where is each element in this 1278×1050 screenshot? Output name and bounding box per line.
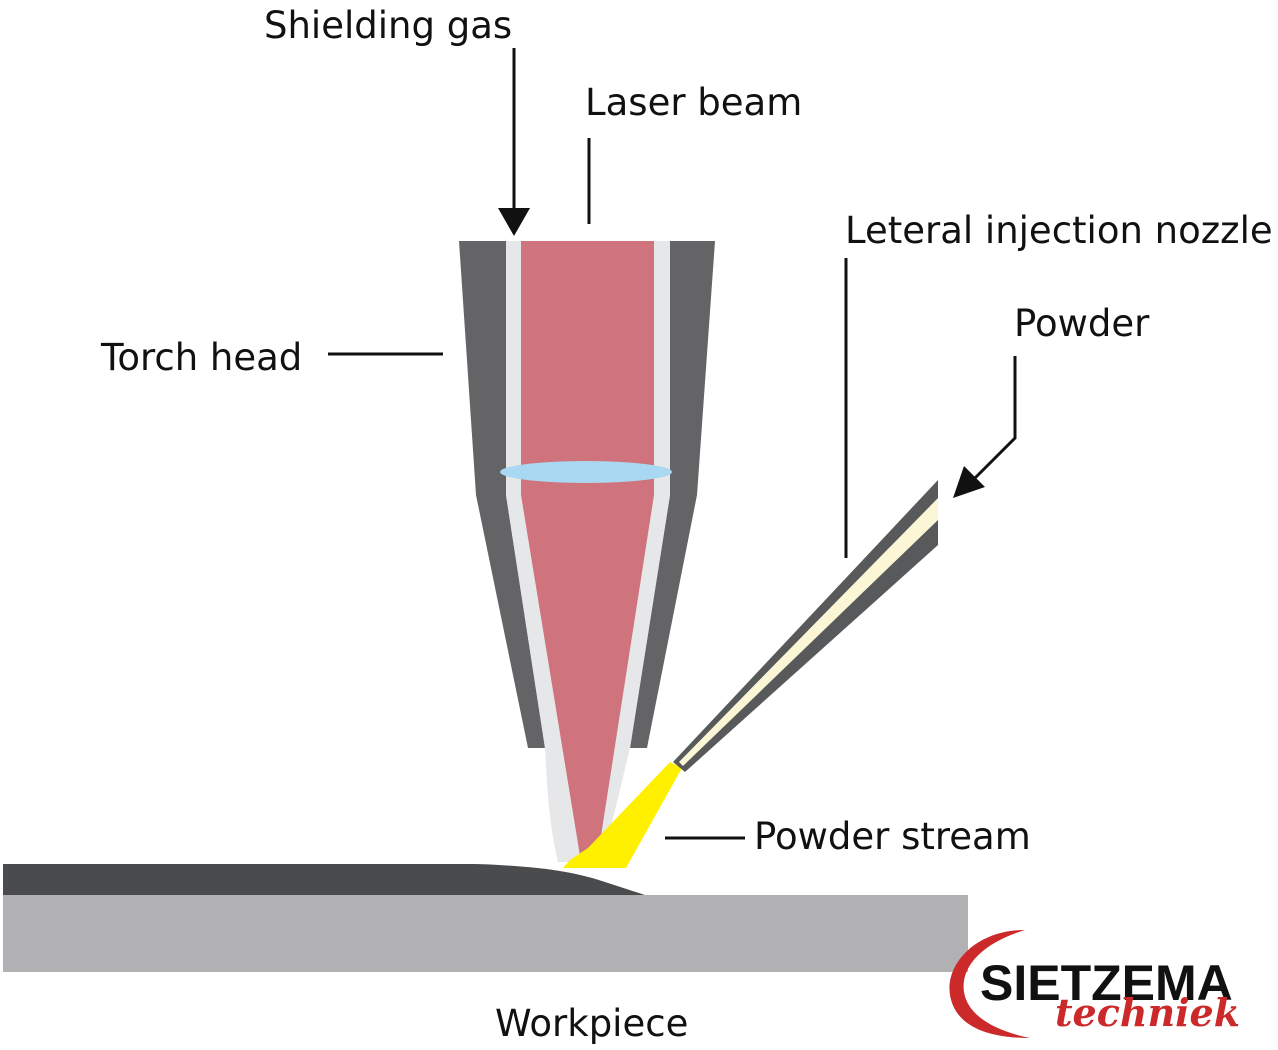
label-lateral-nozzle: Leteral injection nozzle [845,209,1273,252]
powder-stream-cone [563,762,682,868]
label-laser-beam: Laser beam [585,81,802,124]
label-workpiece: Workpiece [495,1002,688,1045]
focusing-lens [500,461,672,483]
torch-head-right-wall [630,241,715,748]
label-shielding-gas: Shielding gas [264,4,512,47]
workpiece-block [3,895,968,972]
nozzle-powder-channel [679,498,938,766]
lateral-injection-nozzle [673,480,938,772]
powder-arrow-line [973,356,1017,480]
sietzema-logo: SIETZEMA techniek [949,930,1240,1038]
shielding-gas-arrow-head [498,208,530,236]
label-powder: Powder [1014,302,1150,345]
logo-sub: techniek [1055,990,1240,1035]
powder-arrow-head [953,466,985,498]
label-torch-head: Torch head [100,336,302,379]
label-powder-stream: Powder stream [754,815,1031,858]
torch-head-left-wall [459,241,545,748]
logo-swoosh [949,930,1030,1038]
laser-beam [521,241,654,868]
logo-name: SIETZEMA [980,955,1233,1011]
clad-layer [3,864,645,895]
